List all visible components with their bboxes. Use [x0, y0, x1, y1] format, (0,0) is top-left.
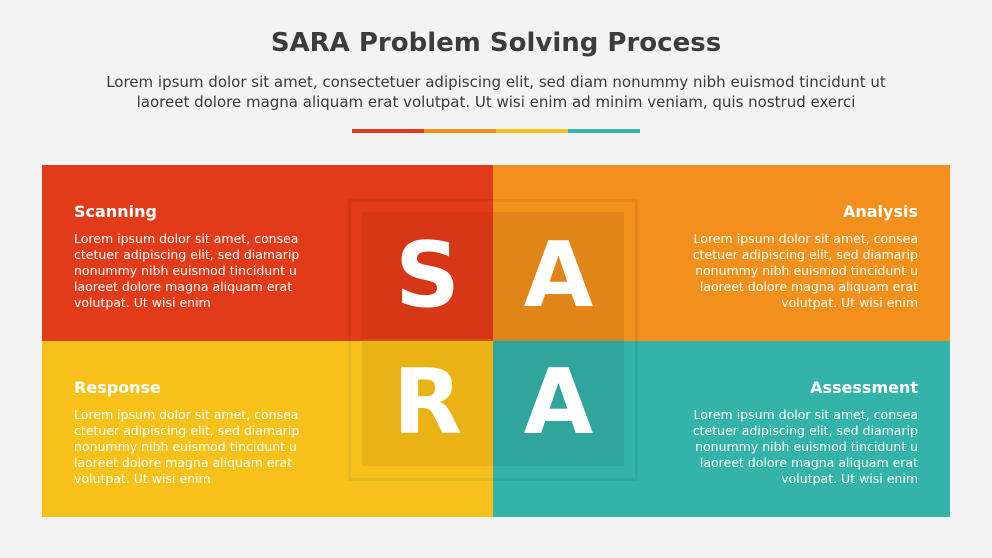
- subtitle-line-2: laoreet dolore magna aliquam erat volutp…: [136, 93, 856, 111]
- letter-a-first: A: [523, 222, 594, 328]
- description-line: Lorem ipsum dolor sit amet, consea: [693, 407, 918, 422]
- description-line: ctetuer adipiscing elit, sed diamarip: [692, 423, 918, 438]
- description-line: nonummy nibh euismod tincidunt u: [74, 263, 297, 278]
- description-line: laoreet dolore magna aliquam erat: [699, 455, 918, 470]
- description-line: ctetuer adipiscing elit, sed diamarip: [74, 247, 300, 262]
- letter-tile-a1-bg: [493, 212, 624, 339]
- description-line: nonummy nibh euismod tincidunt u: [695, 263, 918, 278]
- divider-segment-red: [352, 129, 424, 133]
- description-line: ctetuer adipiscing elit, sed diamarip: [692, 247, 918, 262]
- quadrant-description: Lorem ipsum dolor sit amet, consea ctetu…: [680, 231, 918, 311]
- quadrant-description: Lorem ipsum dolor sit amet, consea ctetu…: [680, 407, 918, 487]
- description-line: volutpat. Ut wisi enim: [781, 295, 918, 310]
- description-line: laoreet dolore magna aliquam erat: [74, 455, 293, 470]
- center-frame: [348, 199, 638, 481]
- quadrant-response: Response Lorem ipsum dolor sit amet, con…: [42, 341, 493, 517]
- letter-s: S: [395, 222, 460, 328]
- page-title: SARA Problem Solving Process: [270, 28, 722, 58]
- letter-tile-s-bg: [362, 212, 493, 339]
- description-line: laoreet dolore magna aliquam erat: [74, 279, 293, 294]
- page-subtitle: Lorem ipsum dolor sit amet, consectetuer…: [60, 72, 932, 112]
- letter-a-second: A: [523, 349, 594, 455]
- quadrant-assessment: Assessment Lorem ipsum dolor sit amet, c…: [493, 341, 950, 517]
- divider-segment-yellow: [496, 129, 568, 133]
- description-line: volutpat. Ut wisi enim: [74, 471, 211, 486]
- quadrant-title: Response: [74, 378, 161, 397]
- description-line: nonummy nibh euismod tincidunt u: [695, 439, 918, 454]
- letter-r: R: [392, 349, 463, 455]
- description-line: Lorem ipsum dolor sit amet, consea: [693, 231, 918, 246]
- quadrant-scanning: Scanning Lorem ipsum dolor sit amet, con…: [42, 165, 493, 341]
- quadrant-title: Scanning: [74, 202, 157, 221]
- divider-segment-teal: [568, 129, 640, 133]
- subtitle-line-1: Lorem ipsum dolor sit amet, consectetuer…: [106, 73, 886, 91]
- divider-segment-orange: [424, 129, 496, 133]
- color-divider: [352, 129, 640, 133]
- quadrant-description: Lorem ipsum dolor sit amet, consea ctetu…: [74, 231, 312, 311]
- description-line: Lorem ipsum dolor sit amet, consea: [74, 407, 299, 422]
- quadrant-description: Lorem ipsum dolor sit amet, consea ctetu…: [74, 407, 312, 487]
- description-line: nonummy nibh euismod tincidunt u: [74, 439, 297, 454]
- description-line: laoreet dolore magna aliquam erat: [699, 279, 918, 294]
- description-line: volutpat. Ut wisi enim: [74, 295, 211, 310]
- quadrant-analysis: Analysis Lorem ipsum dolor sit amet, con…: [493, 165, 950, 341]
- quadrant-title: Analysis: [842, 202, 918, 221]
- letter-tile-r-bg: [362, 339, 493, 466]
- description-line: ctetuer adipiscing elit, sed diamarip: [74, 423, 300, 438]
- description-line: Lorem ipsum dolor sit amet, consea: [74, 231, 299, 246]
- description-line: volutpat. Ut wisi enim: [781, 471, 918, 486]
- quadrant-title: Assessment: [810, 378, 918, 397]
- sara-letter-grid: S A R A: [362, 212, 624, 466]
- letter-tile-a2-bg: [493, 339, 624, 466]
